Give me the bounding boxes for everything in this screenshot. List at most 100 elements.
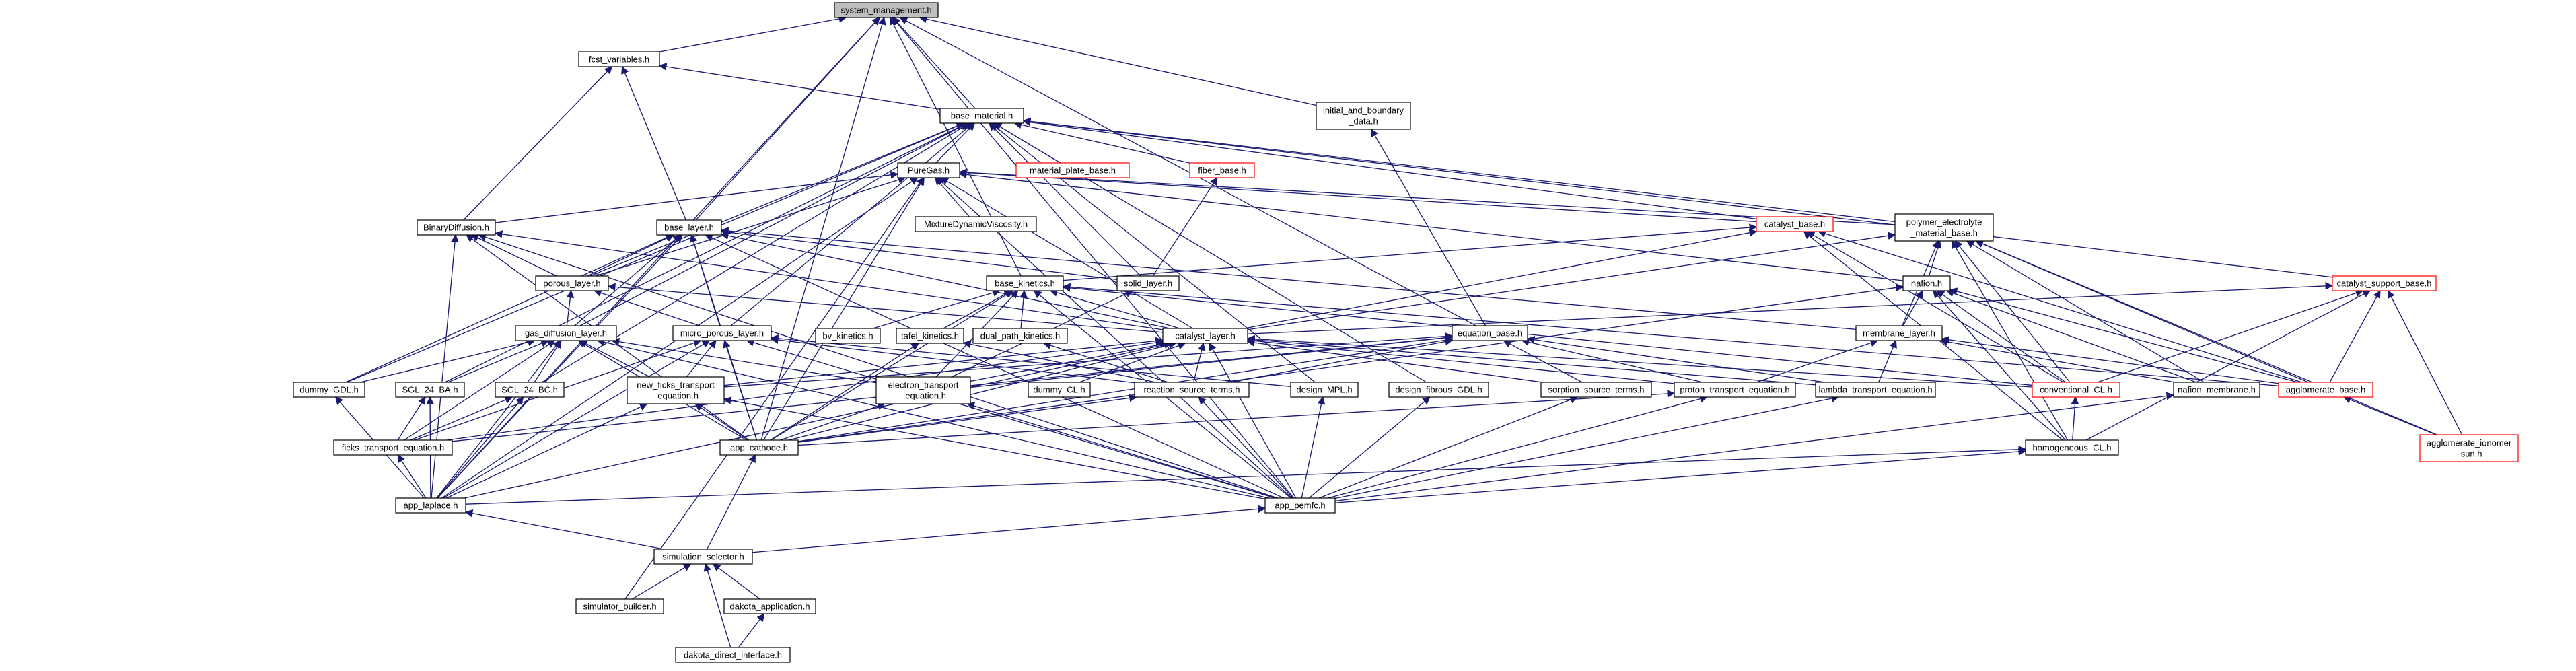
node-app_pemfc[interactable]: app_pemfc.h (1264, 497, 1336, 514)
edge-lambda_transport-to-membrane_layer (1877, 339, 1897, 383)
node-BinaryDiffusion[interactable]: BinaryDiffusion.h (417, 219, 496, 236)
node-base_layer[interactable]: base_layer.h (656, 219, 722, 236)
node-SGL_24_BC[interactable]: SGL_24_BC.h (495, 382, 565, 398)
edge-app_pemfc-to-micro_porous_layer (746, 339, 1276, 499)
node-fcst_variables[interactable]: fcst_variables.h (578, 51, 660, 67)
edge-app_pemfc-to-homogeneous_CL (1334, 448, 2027, 503)
node-app_cathode[interactable]: app_cathode.h (719, 439, 799, 456)
node-homogeneous_CL[interactable]: homogeneous_CL.h (2025, 439, 2119, 456)
node-box (834, 2, 939, 18)
edge-agglomerate_ionomer-to-catalyst_support_base (2388, 289, 2463, 435)
node-PureGas[interactable]: PureGas.h (897, 162, 960, 178)
node-catalyst_base[interactable]: catalyst_base.h (1756, 216, 1834, 232)
edge-path (990, 122, 1316, 383)
edge-nafion_membrane-to-polymer_electrolyte (1966, 240, 2205, 383)
edge-simulation_selector-to-app_laplace (464, 509, 664, 550)
edge-path (397, 396, 426, 441)
node-dummy_GDL[interactable]: dummy_GDL.h (293, 382, 365, 398)
edge-path (404, 340, 556, 441)
node-design_fibrous_GDL[interactable]: design_fibrous_GDL.h (1388, 382, 1489, 398)
node-initial_boundary[interactable]: initial_and_boundary_data.h (1316, 102, 1411, 130)
edge-app_laplace-to-catalyst_layer (464, 341, 1172, 499)
node-agglomerate_base[interactable]: agglomerate_base.h (2278, 382, 2373, 398)
node-bv_kinetics[interactable]: bv_kinetics.h (815, 328, 881, 344)
edge-app_cathode-to-base_kinetics (771, 290, 1014, 441)
edge-app_pemfc-to-design_MPL (1301, 396, 1326, 499)
node-nafion[interactable]: nafion.h (1902, 275, 1951, 291)
node-porous_layer[interactable]: porous_layer.h (535, 275, 609, 291)
node-catalyst_support_base[interactable]: catalyst_support_base.h (2332, 275, 2437, 291)
edge-path (463, 66, 613, 221)
edge-path (624, 177, 924, 600)
node-lambda_transport[interactable]: lambda_transport_equation.h (1815, 382, 1936, 398)
node-box (1264, 497, 1336, 514)
node-label: simulator_builder.h (583, 602, 656, 612)
node-gas_diffusion_layer[interactable]: gas_diffusion_layer.h (515, 325, 617, 341)
edge-conventional_CL-to-nafion (1936, 290, 2066, 383)
node-box (1189, 162, 1255, 178)
node-micro_porous_layer[interactable]: micro_porous_layer.h (672, 325, 772, 341)
edge-path (359, 338, 536, 383)
node-new_ficks[interactable]: new_ficks_transport_equation.h (627, 376, 725, 404)
node-box (575, 598, 664, 614)
node-box (723, 598, 816, 614)
node-label: bv_kinetics.h (822, 331, 873, 341)
edge-path (1209, 342, 1297, 499)
node-label: SGL_24_BC.h (501, 385, 558, 395)
node-equation_base[interactable]: equation_base.h (1452, 325, 1528, 341)
node-simulator_builder[interactable]: simulator_builder.h (575, 598, 664, 614)
node-fiber_base[interactable]: fiber_base.h (1189, 162, 1255, 178)
node-label: fcst_variables.h (589, 55, 649, 65)
edge-path (705, 234, 1285, 499)
edge-path (436, 396, 524, 499)
node-box (939, 108, 1024, 124)
node-box (1015, 162, 1130, 178)
node-dual_path_kinetics[interactable]: dual_path_kinetics.h (972, 328, 1068, 344)
node-dakota_application[interactable]: dakota_application.h (723, 598, 816, 614)
node-label: BinaryDiffusion.h (423, 223, 489, 233)
node-reaction_source[interactable]: reaction_source_terms.h (1134, 382, 1250, 398)
node-design_MPL[interactable]: design_MPL.h (1290, 382, 1359, 398)
edge-new_ficks-to-catalyst_layer (723, 337, 1164, 386)
node-ficks_transport[interactable]: ficks_transport_equation.h (333, 439, 453, 456)
node-tafel_kinetics[interactable]: tafel_kinetics.h (896, 328, 964, 344)
node-proton_transport[interactable]: proton_transport_equation.h (1674, 382, 1796, 398)
node-base_kinetics[interactable]: base_kinetics.h (986, 275, 1064, 291)
edge-simulator_builder-to-PureGas (624, 177, 924, 600)
edge-path (607, 283, 1164, 333)
node-catalyst_layer[interactable]: catalyst_layer.h (1162, 328, 1248, 344)
node-material_plate_base[interactable]: material_plate_base.h (1015, 162, 1130, 178)
node-label: simulation_selector.h (662, 552, 744, 562)
edge-catalyst_base-to-base_material (1022, 118, 1757, 220)
node-conventional_CL[interactable]: conventional_CL.h (2032, 382, 2120, 398)
node-box (1116, 275, 1180, 291)
node-system_management[interactable]: system_management.h (834, 2, 939, 18)
node-nafion_membrane[interactable]: nafion_membrane.h (2173, 382, 2260, 398)
edge-path (437, 234, 683, 499)
node-app_laplace[interactable]: app_laplace.h (395, 497, 466, 514)
node-label: system_management.h (840, 5, 931, 15)
node-dakota_direct_interface[interactable]: dakota_direct_interface.h (675, 647, 791, 663)
node-SGL_24_BA[interactable]: SGL_24_BA.h (395, 382, 465, 398)
node-dummy_CL[interactable]: dummy_CL.h (1028, 382, 1091, 398)
node-electron_transport[interactable]: electron_transport_equation.h (875, 376, 971, 404)
node-box (2332, 275, 2437, 291)
edge-dakota_direct_interface-to-dakota_application (738, 613, 765, 648)
edge-path (723, 339, 758, 441)
edge-path (797, 394, 1137, 443)
node-MixtureDynamicViscosity[interactable]: MixtureDynamicViscosity.h (915, 216, 1037, 232)
edge-agglomerate_base-to-catalyst_support_base (2329, 289, 2381, 383)
node-simulation_selector[interactable]: simulation_selector.h (653, 549, 753, 565)
edge-SGL_24_BA-to-base_material (444, 122, 968, 383)
node-agglomerate_ionomer[interactable]: agglomerate_ionomer_sun.h (2419, 434, 2519, 462)
edge-path (1756, 339, 1879, 383)
edge-path (594, 289, 701, 326)
node-label: tafel_kinetics.h (901, 331, 959, 341)
node-membrane_layer[interactable]: membrane_layer.h (1855, 325, 1943, 341)
node-sorption_source[interactable]: sorption_source_terms.h (1540, 382, 1652, 398)
edge-path (788, 341, 1177, 441)
edge-path (1806, 231, 2064, 383)
node-base_material[interactable]: base_material.h (939, 108, 1024, 124)
node-polymer_electrolyte[interactable]: polymer_electrolyte_material_base.h (1894, 213, 1994, 242)
node-solid_layer[interactable]: solid_layer.h (1116, 275, 1180, 291)
